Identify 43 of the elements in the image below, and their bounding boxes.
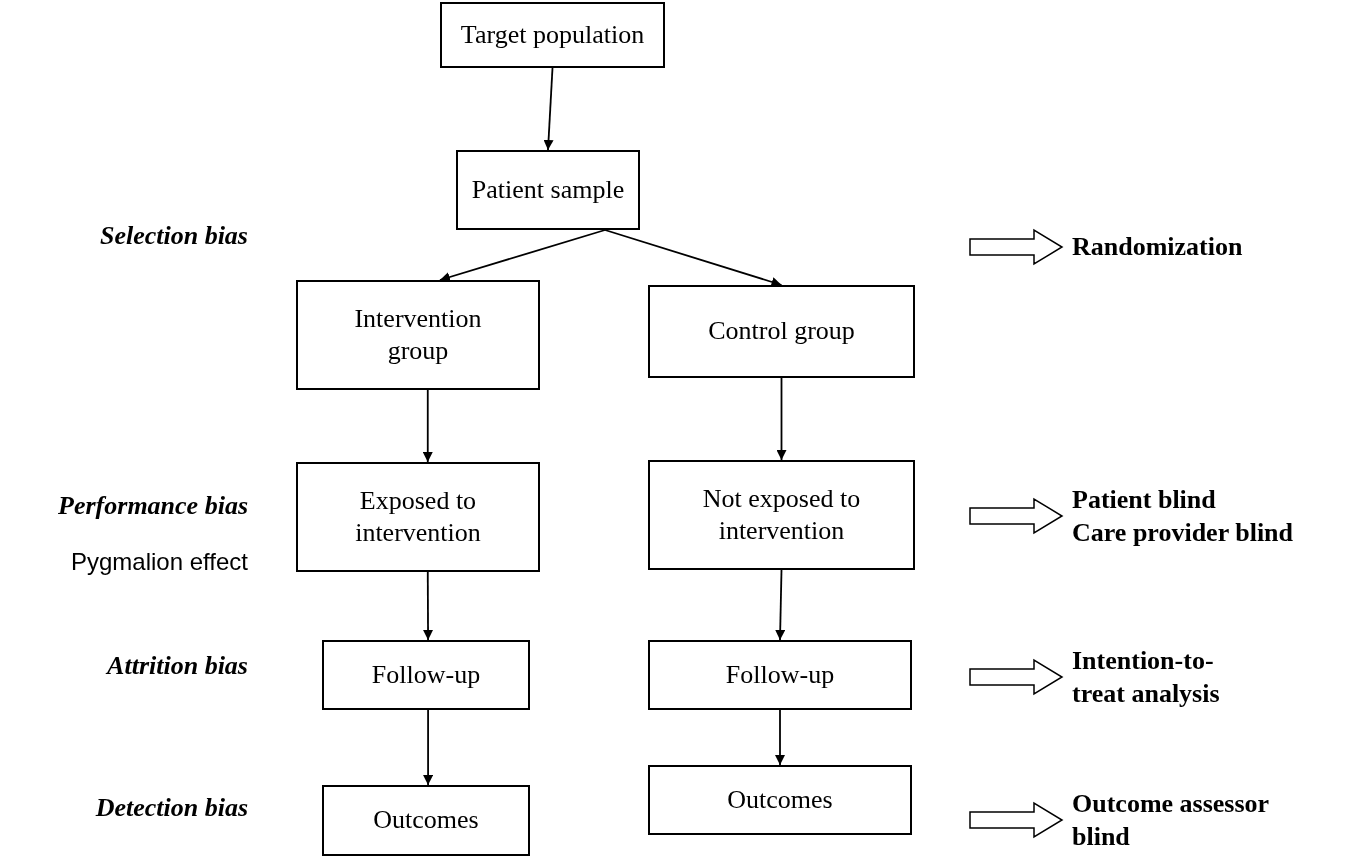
process-box (322, 640, 530, 710)
box-text: Not exposed to intervention (701, 482, 862, 547)
arrow (543, 67, 554, 151)
arrow (423, 571, 434, 641)
process-box (440, 2, 665, 68)
arrow (439, 229, 606, 282)
process-box (648, 765, 912, 835)
arrow (423, 709, 434, 786)
bias-label: Detection bias (95, 793, 248, 823)
box-text: Follow-up (371, 658, 481, 691)
box-text: Outcomes (727, 783, 833, 816)
hollow-arrow (969, 658, 1064, 696)
remedy-text: Randomization (1072, 231, 1243, 264)
remedy-text: Care provider blind (1072, 517, 1294, 549)
bias-label: Performance bias (58, 491, 248, 521)
remedy-text: Outcome assessor blind (1072, 787, 1270, 853)
arrow (775, 569, 786, 641)
arrow (422, 389, 433, 463)
effect-label: Pygmalion effect (71, 548, 248, 576)
process-box (296, 280, 540, 390)
box-text: Follow-up (725, 658, 835, 691)
process-box (648, 460, 915, 570)
box-text: Target population (460, 18, 645, 51)
box-text: Control group (708, 315, 855, 348)
process-box (648, 640, 912, 710)
arrow (776, 377, 787, 461)
box-text: Patient sample (471, 173, 625, 206)
hollow-arrow (969, 801, 1064, 839)
remedy-text: Patient blind (1072, 483, 1216, 516)
process-box (296, 462, 540, 572)
arrow (604, 229, 783, 287)
process-box (322, 785, 530, 856)
box-text: Exposed to intervention (354, 484, 482, 549)
process-box (648, 285, 915, 378)
bias-label: Selection bias (99, 221, 248, 251)
hollow-arrow (969, 497, 1064, 535)
arrow (775, 709, 785, 766)
remedy-text: Intention-to-treat analysis (1072, 644, 1221, 710)
bias-label: Attrition bias (107, 651, 248, 681)
process-box (456, 150, 640, 230)
box-text: Outcomes (373, 804, 479, 837)
hollow-arrow (969, 228, 1064, 266)
box-text: Intervention group (353, 302, 483, 367)
